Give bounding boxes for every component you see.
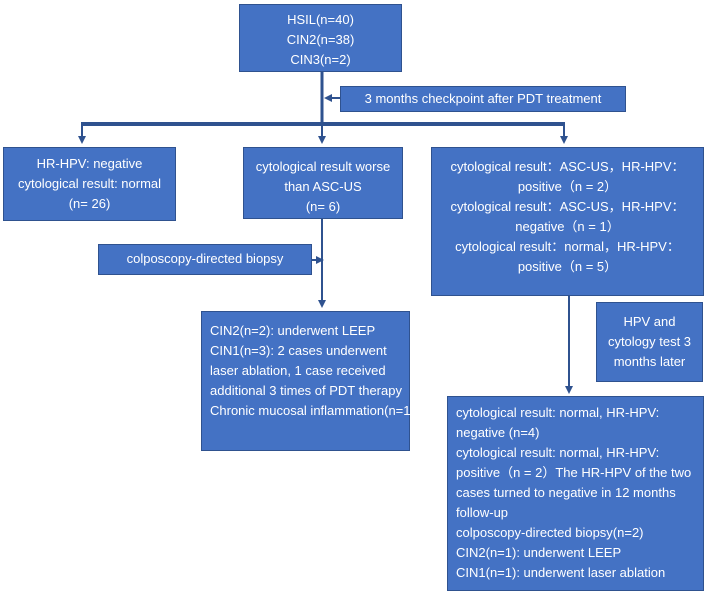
right-line-1: cytological result：ASC-US，HR-HPV：	[450, 159, 685, 174]
right-line-2: positive（n = 2）	[517, 179, 618, 194]
outcome-line-2: CIN1(n=3): 2 cases underwent	[210, 343, 387, 358]
biopsy-outcome-box: CIN2(n=2): underwent LEEP CIN1(n=3): 2 c…	[201, 311, 415, 451]
negative-normal-box: HR-HPV: negative cytological result: nor…	[3, 147, 176, 221]
hsil-summary-box: HSIL(n=40) CIN2(n=38) CIN3(n=2)	[239, 4, 402, 72]
followup-test-box: HPV and cytology test 3 months later	[596, 302, 703, 382]
right-line-6: positive（n = 5）	[517, 259, 618, 274]
middle-line-1: cytological result worse	[255, 159, 391, 174]
followup-results-box: cytological result: normal, HR-HPV: nega…	[447, 396, 704, 591]
left-line-2: cytological result: normal	[17, 176, 162, 191]
middle-line-2: than ASC-US	[284, 179, 362, 194]
outcome-line-3: laser ablation, 1 case received	[210, 363, 386, 378]
right-line-4: negative（n = 1）	[515, 219, 620, 234]
final-line-5: cases turned to negative in 12 months	[456, 485, 676, 500]
final-line-7: colposcopy-directed biopsy(n=2)	[456, 525, 644, 540]
final-line-8: CIN2(n=1): underwent LEEP	[456, 545, 622, 560]
right-line-3: cytological result：ASC-US，HR-HPV：	[450, 199, 685, 214]
cin3-line: CIN3(n=2)	[290, 52, 351, 67]
final-line-6: follow-up	[456, 505, 509, 520]
final-line-2: negative (n=4)	[456, 425, 540, 440]
final-line-1: cytological result: normal, HR-HPV:	[456, 405, 660, 420]
outcome-line-1: CIN2(n=2): underwent LEEP	[210, 323, 376, 338]
left-line-1: HR-HPV: negative	[36, 156, 143, 171]
checkpoint-text: 3 months checkpoint after PDT treatment	[364, 91, 602, 106]
final-line-9: CIN1(n=1): underwent laser ablation	[456, 565, 666, 580]
left-line-3: (n= 26)	[68, 196, 111, 211]
outcome-line-4: additional 3 times of PDT therapy	[210, 383, 402, 398]
right-line-5: cytological result：normal，HR-HPV：	[455, 239, 680, 254]
final-line-3: cytological result: normal, HR-HPV:	[456, 445, 660, 460]
followup-line-2: cytology test 3	[607, 334, 692, 349]
ascus-results-box: cytological result：ASC-US，HR-HPV： positi…	[431, 147, 704, 296]
outcome-line-5: Chronic mucosal inflammation(n=1)	[210, 403, 415, 418]
colposcopy-box: colposcopy-directed biopsy	[98, 244, 312, 275]
followup-line-3: months later	[613, 354, 686, 369]
checkpoint-box: 3 months checkpoint after PDT treatment	[340, 86, 626, 112]
cin2-line: CIN2(n=38)	[286, 32, 355, 47]
middle-line-3: (n= 6)	[305, 199, 341, 214]
colposcopy-text: colposcopy-directed biopsy	[126, 251, 284, 266]
followup-line-1: HPV and	[623, 314, 676, 329]
final-line-4: positive（n = 2）The HR-HPV of the two	[456, 465, 692, 480]
worse-than-ascus-box: cytological result worse than ASC-US (n=…	[243, 147, 403, 219]
hsil-line: HSIL(n=40)	[287, 12, 354, 27]
